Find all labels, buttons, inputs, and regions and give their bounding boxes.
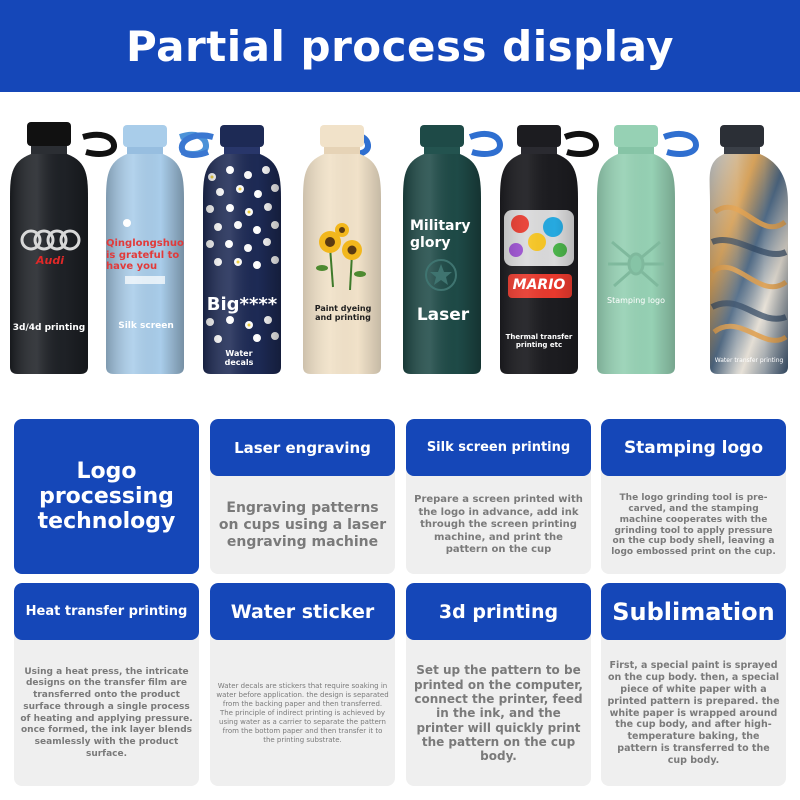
card-3d-printing-desc: Set up the pattern to be printed on the … — [414, 663, 583, 764]
bottle-label-thermal-transfer: Thermal transfer printing etc — [505, 333, 573, 349]
logo-processing-title: Logo processing technology — [37, 458, 176, 535]
card-3d-printing-title: 3d printing — [406, 583, 591, 640]
page-title: Partial process display — [125, 21, 675, 71]
bottle-water-decals — [178, 125, 281, 374]
card-silk-screen: Silk screen printing Prepare a screen pr… — [406, 419, 591, 574]
card-laser-engraving: Laser engraving Engraving patterns on cu… — [210, 419, 395, 574]
bottle-label-silk-screen: Silk screen — [118, 321, 174, 331]
bottle-thermal-transfer — [500, 125, 600, 374]
bottle-label-3d-printing: 3d/4d printing — [12, 323, 86, 333]
card-water-sticker-title: Water sticker — [210, 583, 395, 640]
audi-logo-text: Audi — [36, 254, 64, 267]
bottles-illustration — [10, 122, 788, 374]
card-stamping-logo: Stamping logo The logo grinding tool is … — [601, 419, 786, 574]
silk-screen-print-text: Qinglongshuo is grateful to have you — [106, 238, 184, 272]
card-heat-transfer-desc: Using a heat press, the intricate design… — [20, 666, 193, 759]
bottle-gallery: Audi 3d/4d printing Qinglongshuo is grat… — [0, 92, 800, 392]
bottle-label-water-transfer: Water transfer printing — [714, 357, 784, 364]
bottle-water-transfer — [709, 125, 788, 374]
bottle-laser — [403, 125, 504, 374]
page-header: Partial process display — [0, 0, 800, 92]
card-sublimation-desc: First, a special paint is sprayed on the… — [607, 660, 780, 767]
card-sublimation-title: Sublimation — [601, 583, 786, 640]
card-stamping-logo-title: Stamping logo — [601, 419, 786, 476]
laser-print-text: Military glory — [410, 218, 471, 251]
card-heat-transfer-title: Heat transfer printing — [14, 583, 199, 640]
card-laser-engraving-desc: Engraving patterns on cups using a laser… — [218, 500, 387, 550]
water-decal-overlay-text: Big**** — [206, 294, 278, 315]
bottle-audi — [10, 122, 117, 374]
card-stamping-logo-desc: The logo grinding tool is pre-carved, an… — [611, 493, 776, 558]
logo-processing-card: Logo processing technology — [14, 419, 199, 574]
bottle-label-paint-dyeing: Paint dyeing and printing — [314, 304, 372, 322]
card-sublimation: Sublimation First, a special paint is sp… — [601, 583, 786, 786]
card-water-sticker: Water sticker Water decals are stickers … — [210, 583, 395, 786]
bottle-label-laser: Laser — [416, 305, 470, 325]
card-laser-engraving-title: Laser engraving — [210, 419, 395, 476]
mario-brand-text: MARIO — [512, 277, 566, 293]
card-silk-screen-title: Silk screen printing — [406, 419, 591, 476]
card-3d-printing: 3d printing Set up the pattern to be pri… — [406, 583, 591, 786]
card-silk-screen-desc: Prepare a screen printed with the logo i… — [414, 494, 583, 556]
card-heat-transfer: Heat transfer printing Using a heat pres… — [14, 583, 199, 786]
bottle-paint-dyeing — [303, 125, 381, 374]
bottle-label-stamping: Stamping logo — [607, 296, 665, 305]
bottle-label-water-decals: Water decals — [224, 349, 254, 367]
bottle-stamping — [597, 125, 700, 374]
card-water-sticker-desc: Water decals are stickers that require s… — [216, 681, 389, 745]
